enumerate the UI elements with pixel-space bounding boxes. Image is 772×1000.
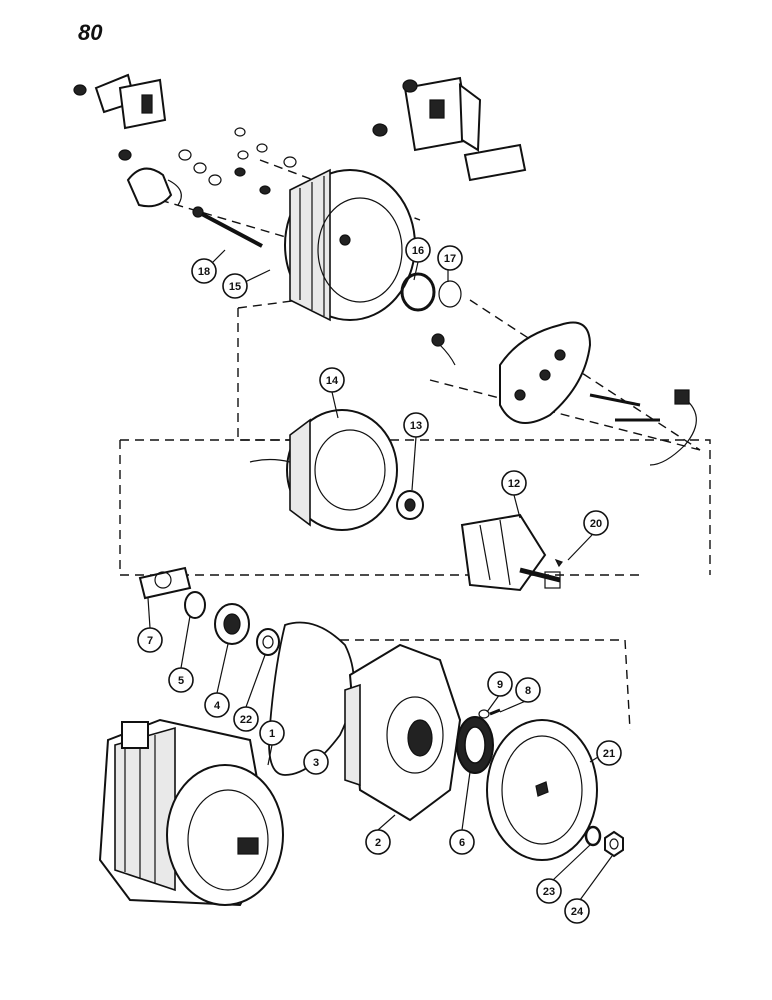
rotor (460, 513, 563, 592)
callout-8: 8 (515, 677, 541, 703)
callout-2: 2 (365, 829, 391, 855)
svg-text:6: 6 (459, 837, 465, 849)
svg-text:18: 18 (198, 266, 210, 278)
callout-21: 21 (596, 740, 622, 766)
svg-text:3: 3 (313, 757, 319, 769)
rectifier (431, 321, 592, 424)
bearing-retainer-plate (138, 566, 192, 600)
regulator-bracket (73, 73, 167, 130)
svg-text:13: 13 (410, 420, 422, 432)
callout-17: 17 (437, 245, 463, 271)
svg-text:2: 2 (375, 837, 381, 849)
svg-text:17: 17 (444, 253, 456, 265)
svg-text:9: 9 (497, 679, 503, 691)
callout-20: 20 (583, 510, 609, 536)
svg-text:21: 21 (603, 748, 615, 760)
svg-text:5: 5 (178, 675, 184, 687)
callout-23: 23 (536, 878, 562, 904)
svg-text:23: 23 (543, 886, 555, 898)
callout-12: 12 (501, 470, 527, 496)
bearing-13 (396, 490, 424, 520)
spacer-5 (184, 591, 206, 619)
svg-text:22: 22 (240, 714, 252, 726)
fan (486, 719, 598, 861)
svg-text:1: 1 (269, 728, 275, 740)
svg-text:24: 24 (571, 906, 584, 918)
callout-13: 13 (403, 412, 429, 438)
callout-1: 1 (259, 720, 285, 746)
bearing-4 (214, 603, 250, 645)
alternator-assembly (98, 718, 284, 907)
spacer-22 (256, 628, 280, 656)
dust-cap (438, 280, 462, 308)
nut-24 (604, 830, 624, 858)
callout-24: 24 (564, 898, 590, 924)
callout-3: 3 (303, 749, 329, 775)
rear-housing (284, 168, 416, 322)
svg-text:14: 14 (326, 375, 339, 387)
svg-text:20: 20 (590, 518, 602, 530)
svg-text:8: 8 (525, 685, 531, 697)
callout-16: 16 (405, 237, 431, 263)
callout-18: 18 (191, 258, 217, 284)
svg-text:15: 15 (229, 281, 241, 293)
o-ring (400, 272, 436, 312)
seal-6 (456, 716, 494, 774)
brush-holder (372, 76, 527, 182)
svg-text:7: 7 (147, 635, 153, 647)
callout-5: 5 (168, 667, 194, 693)
svg-text:4: 4 (214, 700, 221, 712)
washer-23 (584, 825, 602, 847)
thru-bolt (192, 206, 263, 248)
terminal-wires (589, 389, 697, 466)
svg-text:12: 12 (508, 478, 520, 490)
bolt-8-washer-9 (478, 708, 501, 719)
drive-end-housing (344, 643, 462, 822)
callout-15: 15 (222, 273, 248, 299)
capacitor (118, 149, 182, 208)
callout-7: 7 (137, 627, 163, 653)
callout-14: 14 (319, 367, 345, 393)
callout-22: 22 (233, 706, 259, 732)
washers-and-nuts (178, 127, 297, 195)
page-number: 80 (78, 20, 103, 45)
callout-4: 4 (204, 692, 230, 718)
svg-text:16: 16 (412, 245, 424, 257)
leader-lines (147, 249, 613, 901)
stator (249, 409, 398, 531)
callout-6: 6 (449, 829, 475, 855)
callout-9: 9 (487, 671, 513, 697)
